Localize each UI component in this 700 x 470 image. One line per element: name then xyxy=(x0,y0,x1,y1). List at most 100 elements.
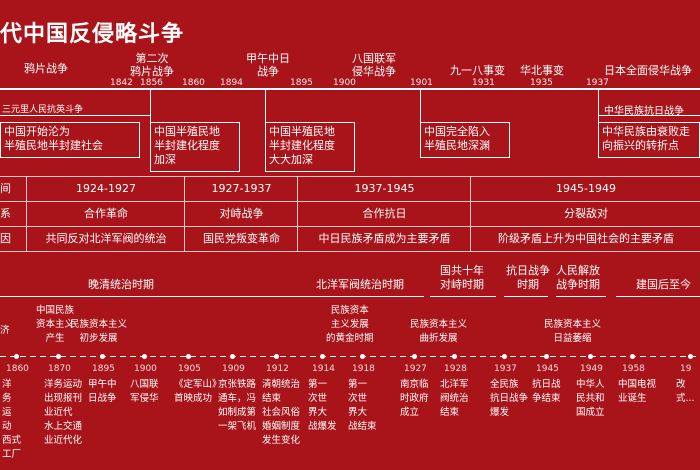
capital-stage-2: 民族资本主义 初步发展 xyxy=(70,319,128,344)
timeline-dot xyxy=(630,354,635,359)
bottom-event-text: 南京临 时政府 成立 xyxy=(400,379,429,418)
year-label: 1900 xyxy=(333,78,356,88)
outcome-box-5: 中华民族由衰败走 向振兴的转折点 xyxy=(598,122,700,158)
year-label: 1901 xyxy=(410,78,433,88)
table-cell: 中日民族矛盾成为主要矛盾 xyxy=(297,227,471,251)
bottom-event-text: 清朝统治 结束 社会风俗 婚姻制度 发生变化 xyxy=(262,379,301,446)
left-fragment: 济 xyxy=(0,325,10,336)
bottom-year: 1912 xyxy=(266,364,289,374)
year-label: 1894 xyxy=(220,78,243,88)
table-row-period: 间 1924-1927 1927-1937 1937-1945 1945-194… xyxy=(0,177,700,202)
bottom-event-text: 北洋军 阀统治 结束 xyxy=(440,379,469,418)
row-header: 系 xyxy=(0,207,11,220)
event-full-war: 日本全面侵华战争 xyxy=(604,64,692,77)
timeline-dot xyxy=(360,354,365,359)
bottom-year: 1949 xyxy=(580,364,603,374)
bottom-event-text: 《定军山》 首映成功 xyxy=(174,379,222,404)
bottom-year: 1928 xyxy=(444,364,467,374)
table-row-relation: 系 合作革命 对峙战争 合作抗日 分裂敌对 xyxy=(0,202,700,227)
table-cell: 1937-1945 xyxy=(297,177,471,201)
table-cell: 阶级矛盾上升为中国社会的主要矛盾 xyxy=(470,227,700,251)
table-row-cause: 因 共同反对北洋军阀的统治 国民党叛变革命 中日民族矛盾成为主要矛盾 阶级矛盾上… xyxy=(0,227,700,252)
bottom-event-text: 第一 次世 界大 战爆发 xyxy=(308,379,337,432)
bottom-year: 1895 xyxy=(92,364,115,374)
bottom-year: 1918 xyxy=(352,364,375,374)
event-eight-nation: 八国联军 侵华战争 xyxy=(352,52,396,78)
bottom-event-text: 第一 次世 界大 战结束 xyxy=(348,379,377,432)
bottom-year: 1860 xyxy=(6,364,29,374)
year-label: 1931 xyxy=(472,78,495,88)
bottom-year: 1945 xyxy=(536,364,559,374)
table-cell: 对峙战争 xyxy=(184,202,298,226)
bottom-event-text: 洋 务 运 动 西式 工厂 xyxy=(2,379,22,460)
side-label-left: 三元里人民抗英斗争 xyxy=(2,105,84,115)
table-cell: 分裂敌对 xyxy=(470,202,700,226)
event-second-opium-war: 第二次 鸦片战争 xyxy=(130,52,174,78)
table-cell: 1924-1927 xyxy=(26,177,185,201)
bottom-year: 1937 xyxy=(494,364,517,374)
timeline-dot xyxy=(56,354,61,359)
bottom-year: 1958 xyxy=(622,364,645,374)
bottom-year: 19 xyxy=(680,364,692,374)
outcome-box-1: 中国开始沦为 半殖民地半封建社会 xyxy=(0,122,140,158)
kmt-cpc-relations-table: 间 1924-1927 1927-1937 1937-1945 1945-194… xyxy=(0,176,700,252)
outcome-box-4: 中国完全陷入 半殖民地深渊 xyxy=(420,122,510,158)
bottom-event-text: 中国电视 业诞生 xyxy=(618,379,657,404)
timeline-dot xyxy=(452,354,457,359)
bottom-year: 1900 xyxy=(134,364,157,374)
capital-stage-3: 民族资本 主义发展 的黄金时期 xyxy=(326,305,374,344)
bottom-event-text: 甲午中 日战争 xyxy=(88,379,117,404)
event-huabei: 华北事变 xyxy=(520,64,564,77)
timeline-dot xyxy=(142,354,147,359)
table-cell: 国民党叛变革命 xyxy=(184,227,298,251)
table-cell: 1927-1937 xyxy=(184,177,298,201)
bottom-event-text: 中华人 民共和 国成立 xyxy=(576,379,605,418)
bottom-event-text: 抗日战 争结束 xyxy=(532,379,561,404)
row-header: 因 xyxy=(0,232,11,245)
year-label: 1860 xyxy=(182,78,205,88)
capital-stage-1: 中国民族 资本主义 产生 xyxy=(36,305,75,344)
timeline-dot xyxy=(230,354,235,359)
page-title: 代中国反侵略斗争 xyxy=(0,22,185,47)
outcome-box-2: 中国半殖民地 半封建化程度 加深 xyxy=(150,122,240,172)
era-beiyang: 北洋军阀统治时期 xyxy=(316,278,404,291)
event-opium-war: 鸦片战争 xyxy=(24,62,68,75)
era-anti-japan: 抗日战争 时期 xyxy=(506,264,550,291)
timeline-dot xyxy=(274,354,279,359)
table-cell: 共同反对北洋军阀的统治 xyxy=(26,227,185,251)
year-label: 1935 xyxy=(530,78,553,88)
timeline-dot xyxy=(100,354,105,359)
bottom-event-text: 全民族 抗日战争 爆发 xyxy=(490,379,529,418)
era-ten-year: 国共十年 对峙时期 xyxy=(440,264,484,291)
bottom-event-text: 改 式... xyxy=(676,379,695,404)
table-cell: 1945-1949 xyxy=(470,177,700,201)
timeline-dot xyxy=(502,354,507,359)
bottom-year: 1905 xyxy=(178,364,201,374)
table-cell: 合作革命 xyxy=(26,202,185,226)
timeline-dot xyxy=(14,354,19,359)
table-cell: 合作抗日 xyxy=(297,202,471,226)
timeline-dot xyxy=(588,354,593,359)
era-late-qing: 晚清统治时期 xyxy=(88,278,154,291)
year-label: 1937 xyxy=(586,78,609,88)
bottom-year: 1870 xyxy=(48,364,71,374)
bottom-year: 1914 xyxy=(312,364,335,374)
capital-stage-5: 民族资本主义 日益萎缩 xyxy=(544,319,602,344)
year-label: 1842 xyxy=(110,78,133,88)
timeline-dot xyxy=(186,354,191,359)
timeline-dot xyxy=(320,354,325,359)
event-sino-japanese-war: 甲午中日 战争 xyxy=(246,52,290,78)
era-liberation: 人民解放 战争时期 xyxy=(556,264,600,291)
bottom-event-text: 京张铁路 通车，冯 如制成第 一架飞机 xyxy=(218,379,257,432)
bottom-event-text: 八国联 军侵华 xyxy=(130,379,159,404)
bottom-year: 1909 xyxy=(222,364,245,374)
bottom-event-text: 洋务运动 出现报刊 业近代 水上交通 业近代化 xyxy=(44,379,83,446)
year-label: 1895 xyxy=(290,78,313,88)
row-header: 间 xyxy=(0,182,11,195)
timeline-dot xyxy=(544,354,549,359)
timeline-dot xyxy=(412,354,417,359)
year-label: 1856 xyxy=(140,78,163,88)
era-after: 建国后至今 xyxy=(636,278,691,291)
event-918: 九一八事变 xyxy=(450,64,505,77)
bottom-year: 1927 xyxy=(404,364,427,374)
